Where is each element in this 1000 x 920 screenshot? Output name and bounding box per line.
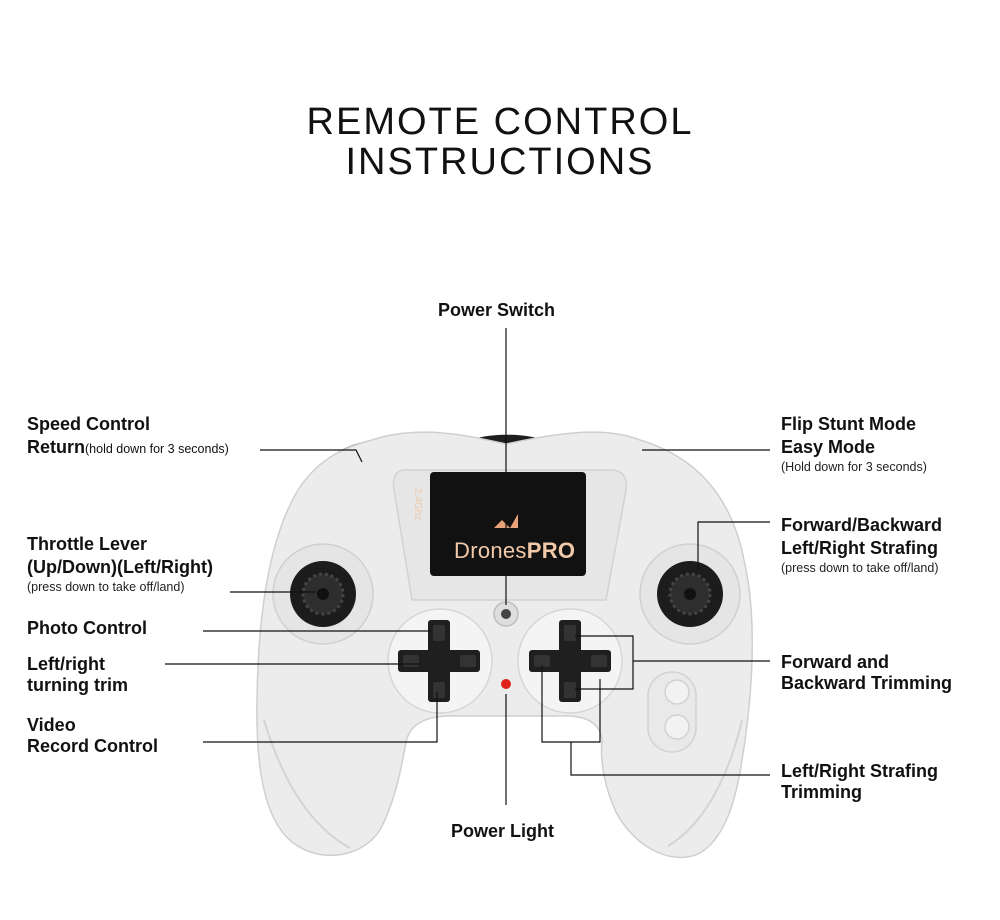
label-flip-stunt: Flip Stunt Mode (781, 414, 916, 434)
note-strafing: (press down to take off/land) (781, 561, 939, 575)
label-throttle-1: Throttle Lever (27, 534, 148, 554)
label-strafing: Left/Right Strafing (781, 538, 938, 558)
label-easy-mode: Easy Mode (781, 437, 876, 457)
note-throttle: (press down to take off/land) (27, 580, 185, 594)
note-easy-mode: (Hold down for 3 seconds) (781, 460, 927, 474)
label-photo-control: Photo Control (27, 618, 147, 638)
controller-body (256, 431, 753, 859)
label-strafe-trim-1: Left/Right Strafing (781, 761, 938, 781)
label-return: Return(hold down for 3 seconds) (27, 437, 229, 457)
lcd-screen (430, 472, 586, 576)
label-fb-trim-2: Backward Trimming (781, 673, 953, 693)
label-video-2: Record Control (27, 736, 159, 756)
label-turning-trim-2: turning trim (27, 675, 128, 695)
label-strafe-trim-2: Trimming (781, 782, 863, 802)
label-video-1: Video (27, 715, 76, 735)
logo-icon (494, 514, 518, 528)
label-fb-trim-1: Forward and (781, 652, 890, 672)
label-throttle-2: (Up/Down)(Left/Right) (27, 557, 213, 577)
label-forward-backward: Forward/Backward (781, 515, 943, 535)
label-turning-trim-1: Left/right (27, 654, 105, 674)
right-dpad (529, 620, 611, 702)
page-title-line-1: REMOTE CONTROL (306, 101, 694, 143)
power-led (501, 679, 511, 689)
note-return: (hold down for 3 seconds) (85, 442, 229, 456)
label-power-light: Power Light (451, 821, 554, 841)
page-title-line-2: INSTRUCTIONS (345, 141, 655, 183)
label-speed-control: Speed Control (27, 414, 151, 434)
screen-frequency: 2.4Ghz (412, 488, 423, 521)
screen-brand: DronesPRO (454, 538, 576, 563)
label-power-switch: Power Switch (438, 300, 556, 320)
